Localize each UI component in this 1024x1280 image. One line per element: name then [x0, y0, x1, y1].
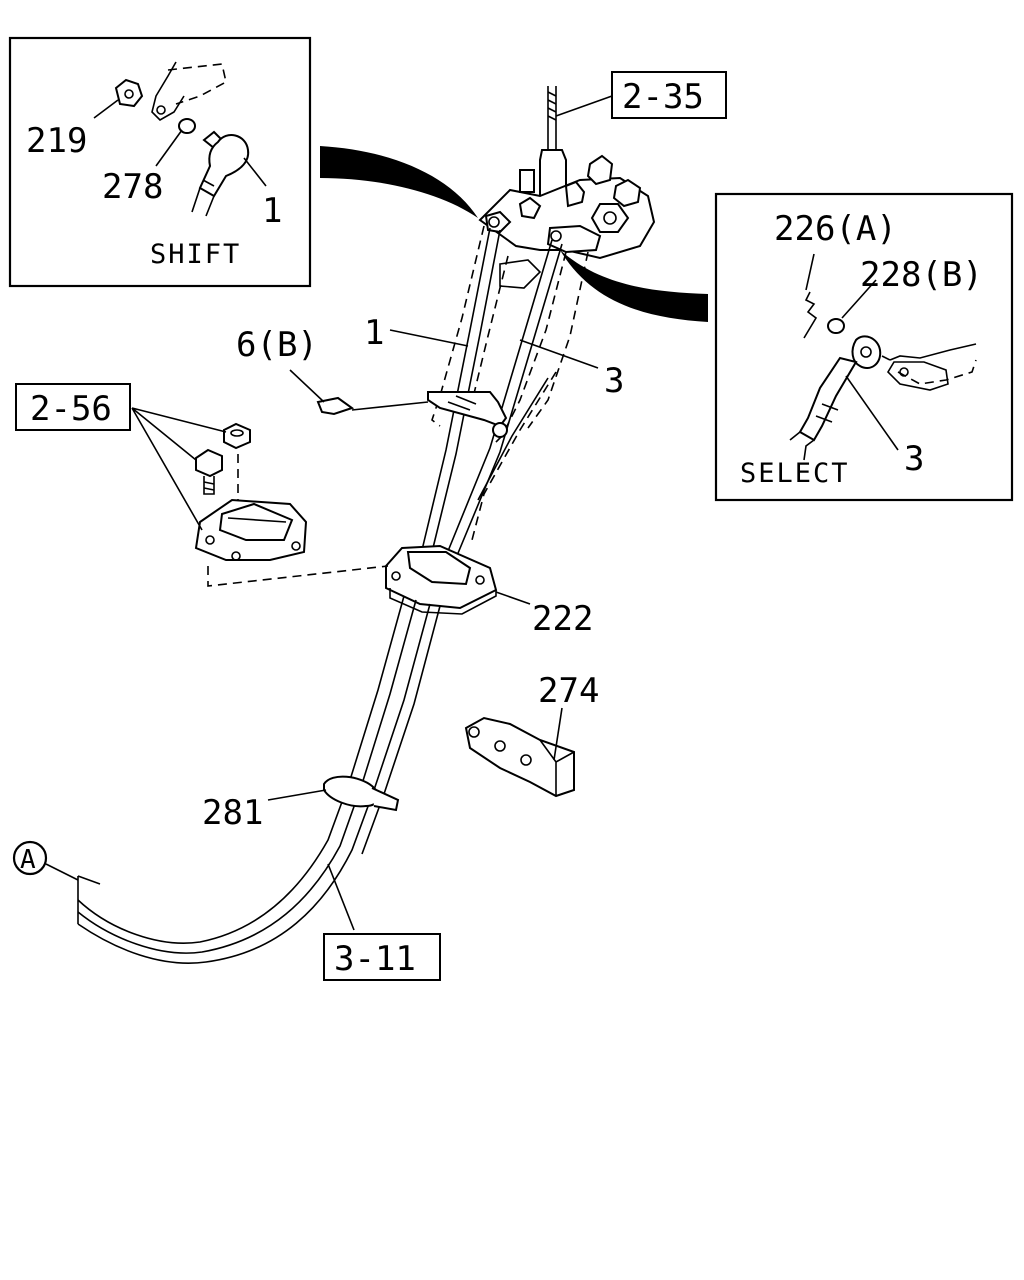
split-pin-226 — [803, 291, 818, 339]
label-circle-a: A — [20, 845, 36, 875]
column-bracket-ghost — [431, 225, 509, 427]
label-main-3: 3 — [604, 361, 624, 401]
leader-2-35 — [555, 95, 613, 117]
label-shift-1: 1 — [262, 191, 282, 231]
bracket-bolt — [492, 422, 508, 438]
bolt-head — [195, 448, 223, 478]
label-3-11: 3-11 — [334, 939, 416, 979]
leader-228 — [841, 279, 877, 319]
label-219: 219 — [26, 121, 87, 161]
leader-main-3 — [519, 339, 599, 369]
bracket-tab — [499, 259, 542, 289]
shifter-assembly — [478, 86, 656, 260]
pivot-boss — [590, 203, 630, 233]
cable-lower-1 — [77, 595, 405, 944]
label-281: 281 — [202, 793, 263, 833]
cables-upper — [421, 227, 563, 559]
shift-inset-frame — [8, 36, 312, 288]
ball-joint-3-head — [851, 335, 882, 369]
label-6b: 6(B) — [236, 325, 318, 365]
leader-278 — [155, 129, 183, 167]
label-2-56: 2-56 — [30, 389, 112, 429]
support-ghost — [471, 371, 557, 541]
ref-box-3-11 — [323, 933, 441, 981]
select-swoosh — [560, 250, 708, 322]
clamp-281-tab — [371, 787, 400, 812]
leader-222 — [495, 591, 531, 605]
cable-lower-4 — [361, 605, 441, 855]
leader-circle-a — [45, 863, 79, 881]
bracket-2-56 — [194, 422, 389, 587]
ref-box-2-56 — [15, 383, 131, 431]
nut-219 — [114, 78, 144, 108]
label-228b: 228(B) — [860, 255, 983, 295]
shifter-housing — [478, 176, 656, 260]
ref-box-2-35 — [611, 71, 727, 119]
circle-a-marker — [12, 840, 48, 876]
leader-219 — [93, 99, 119, 119]
select-cable-end — [789, 431, 815, 461]
washer-228 — [827, 318, 845, 334]
shift-inset: 219 278 1 SHIFT — [8, 36, 312, 288]
label-274: 274 — [538, 671, 599, 711]
strap-274 — [464, 707, 575, 798]
housing-block — [518, 196, 542, 220]
select-inset: 226(A) 228(B) 3 SELECT — [714, 192, 1014, 502]
clip-6b — [316, 396, 355, 416]
cable-lower-2 — [77, 599, 417, 954]
bracket-alignment-line — [207, 565, 389, 587]
leader-select-3 — [845, 375, 899, 451]
cable-end-a — [77, 875, 101, 924]
select-lever-ghost — [897, 359, 977, 385]
label-226a: 226(A) — [774, 209, 897, 249]
shift-lever-ghost — [167, 63, 227, 105]
bracket-boss — [218, 502, 294, 541]
leader-shift-1 — [243, 157, 267, 187]
housing-cap-3 — [564, 180, 586, 208]
leader-main-1 — [389, 329, 469, 347]
leader-2-56 — [131, 407, 227, 531]
cables-lower — [77, 595, 441, 964]
select-cable-a — [445, 239, 553, 557]
label-278: 278 — [102, 167, 163, 207]
leader-281 — [267, 789, 327, 801]
housing-cap-1 — [586, 154, 614, 186]
label-select-3: 3 — [904, 439, 924, 479]
select-cable-b — [455, 243, 563, 559]
shift-cable-end — [191, 187, 215, 217]
shifter-shaft — [547, 86, 557, 150]
select-lever-plate — [886, 361, 949, 391]
leader-6b — [289, 369, 325, 403]
housing-cap-2 — [612, 178, 642, 208]
housing-stud-left — [519, 169, 535, 193]
shift-caption: SHIFT — [150, 239, 241, 270]
bolt-shank — [203, 476, 215, 495]
washer-278 — [178, 118, 196, 134]
ball-joint-1 — [198, 134, 250, 198]
leader-3-11 — [327, 863, 355, 931]
label-2-35: 2-35 — [622, 77, 704, 117]
plate-222-boss — [406, 551, 472, 586]
shift-lever-arm — [151, 61, 185, 121]
shift-lever-hole — [156, 105, 166, 115]
select-lever — [889, 343, 977, 361]
grommet-plate-222 — [385, 544, 498, 615]
select-caption: SELECT — [740, 458, 850, 489]
leader-274 — [553, 707, 563, 761]
strap-274-body — [464, 716, 575, 798]
clamp-281 — [323, 775, 380, 808]
shift-cable-a — [421, 227, 491, 551]
label-222: 222 — [532, 599, 593, 639]
nut-219-bore — [124, 89, 134, 99]
select-inset-frame — [714, 192, 1014, 502]
column-bracket-ghost-right — [493, 251, 589, 445]
label-main-1: 1 — [364, 313, 384, 353]
shift-swoosh — [320, 146, 478, 218]
cable-lower-3 — [77, 603, 431, 964]
ball-joint-3-body — [798, 356, 858, 442]
leader-226 — [805, 253, 815, 291]
